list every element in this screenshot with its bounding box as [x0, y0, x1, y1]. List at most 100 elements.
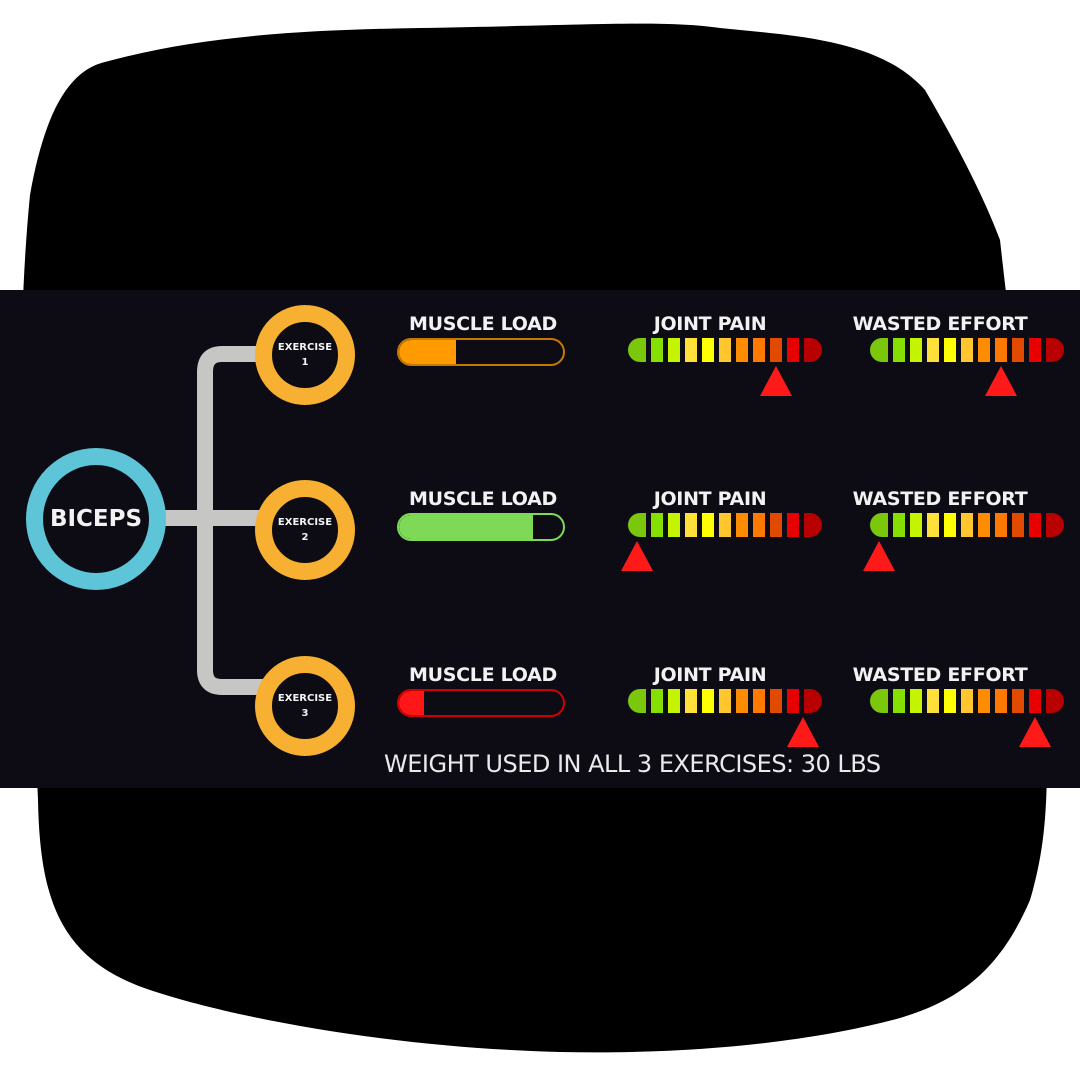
- joint-pain-label: JOINT PAIN: [653, 313, 767, 335]
- exercise-number: 2: [301, 532, 309, 543]
- wasted-effort-segment: [1029, 338, 1041, 362]
- biceps-node: BICEPS: [26, 448, 166, 590]
- wasted-effort-segment: [995, 513, 1007, 537]
- wasted-effort-segment: [995, 338, 1007, 362]
- joint-pain-segment: [736, 513, 748, 537]
- joint-pain-segment: [719, 338, 731, 362]
- joint-pain-segment: [702, 689, 714, 713]
- wasted-effort-segment: [1046, 513, 1064, 537]
- wasted-effort-label: WASTED EFFORT: [852, 664, 1028, 686]
- wasted-effort-gauge: [870, 689, 1064, 713]
- joint-pain-gauge: [628, 513, 822, 537]
- muscle-load-bar: [397, 513, 565, 541]
- biceps-label: BICEPS: [49, 506, 143, 532]
- wasted-effort-segment: [927, 689, 939, 713]
- wasted-effort-segment: [944, 513, 956, 537]
- joint-pain-segment: [770, 513, 782, 537]
- muscle-load-fill: [399, 340, 457, 364]
- wasted-effort-pointer-icon: [863, 541, 895, 571]
- wasted-effort-segment: [870, 513, 888, 537]
- exercise-label: EXERCISE: [277, 693, 333, 704]
- joint-pain-pointer-icon: [621, 541, 653, 571]
- wasted-effort-segment: [910, 338, 922, 362]
- exercise-number: 1: [301, 357, 309, 368]
- muscle-load-fill: [399, 515, 534, 539]
- wasted-effort-label: WASTED EFFORT: [852, 313, 1028, 335]
- joint-pain-segment: [685, 513, 697, 537]
- joint-pain-segment: [770, 689, 782, 713]
- wasted-effort-gauge: [870, 513, 1064, 537]
- wasted-effort-gauge: [870, 338, 1064, 362]
- muscle-load-bar: [397, 689, 565, 717]
- joint-pain-gauge: [628, 338, 822, 362]
- muscle-load-label: MUSCLE LOAD: [409, 488, 557, 510]
- joint-pain-label: JOINT PAIN: [653, 488, 767, 510]
- joint-pain-segment: [736, 689, 748, 713]
- joint-pain-segment: [628, 513, 646, 537]
- wasted-effort-segment: [961, 689, 973, 713]
- joint-pain-pointer-icon: [760, 366, 792, 396]
- wasted-effort-segment: [1029, 513, 1041, 537]
- joint-pain-segment: [628, 338, 646, 362]
- wasted-effort-segment: [1012, 513, 1024, 537]
- weight-footer: WEIGHT USED IN ALL 3 EXERCISES: 30 LBS: [384, 750, 881, 778]
- muscle-load-label: MUSCLE LOAD: [409, 313, 557, 335]
- wasted-effort-segment: [1046, 338, 1064, 362]
- joint-pain-label: JOINT PAIN: [653, 664, 767, 686]
- wasted-effort-segment: [1046, 689, 1064, 713]
- wasted-effort-label: WASTED EFFORT: [852, 488, 1028, 510]
- joint-pain-segment: [770, 338, 782, 362]
- wasted-effort-segment: [910, 689, 922, 713]
- joint-pain-segment: [668, 338, 680, 362]
- muscle-load-fill: [399, 691, 424, 715]
- wasted-effort-segment: [944, 689, 956, 713]
- joint-pain-segment: [702, 338, 714, 362]
- joint-pain-segment: [719, 689, 731, 713]
- joint-pain-segment: [685, 338, 697, 362]
- wasted-effort-segment: [978, 689, 990, 713]
- wasted-effort-segment: [927, 513, 939, 537]
- joint-pain-segment: [804, 689, 822, 713]
- wasted-effort-segment: [944, 338, 956, 362]
- exercise-node-2: EXERCISE 2: [255, 480, 355, 580]
- wasted-effort-segment: [870, 338, 888, 362]
- joint-pain-segment: [753, 338, 765, 362]
- wasted-effort-segment: [1029, 689, 1041, 713]
- joint-pain-pointer-icon: [787, 717, 819, 747]
- wasted-effort-pointer-icon: [1019, 717, 1051, 747]
- joint-pain-segment: [787, 513, 799, 537]
- wasted-effort-segment: [995, 689, 1007, 713]
- exercise-node-1: EXERCISE 1: [255, 305, 355, 405]
- muscle-load-bar: [397, 338, 565, 366]
- wasted-effort-pointer-icon: [985, 366, 1017, 396]
- joint-pain-segment: [668, 689, 680, 713]
- wasted-effort-segment: [1012, 689, 1024, 713]
- joint-pain-segment: [651, 338, 663, 362]
- joint-pain-segment: [651, 513, 663, 537]
- wasted-effort-segment: [893, 513, 905, 537]
- joint-pain-segment: [702, 513, 714, 537]
- wasted-effort-segment: [910, 513, 922, 537]
- joint-pain-segment: [685, 689, 697, 713]
- joint-pain-segment: [628, 689, 646, 713]
- wasted-effort-segment: [961, 338, 973, 362]
- wasted-effort-segment: [870, 689, 888, 713]
- wasted-effort-segment: [893, 338, 905, 362]
- connector-lines: [150, 346, 265, 695]
- wasted-effort-segment: [978, 513, 990, 537]
- exercise-label: EXERCISE: [277, 342, 333, 353]
- joint-pain-segment: [804, 513, 822, 537]
- joint-pain-gauge: [628, 689, 822, 713]
- joint-pain-segment: [719, 513, 731, 537]
- wasted-effort-segment: [927, 338, 939, 362]
- exercise-label: EXERCISE: [277, 517, 333, 528]
- joint-pain-segment: [753, 513, 765, 537]
- joint-pain-segment: [787, 338, 799, 362]
- muscle-load-label: MUSCLE LOAD: [409, 664, 557, 686]
- wasted-effort-segment: [893, 689, 905, 713]
- joint-pain-segment: [651, 689, 663, 713]
- joint-pain-segment: [668, 513, 680, 537]
- joint-pain-segment: [753, 689, 765, 713]
- wasted-effort-segment: [961, 513, 973, 537]
